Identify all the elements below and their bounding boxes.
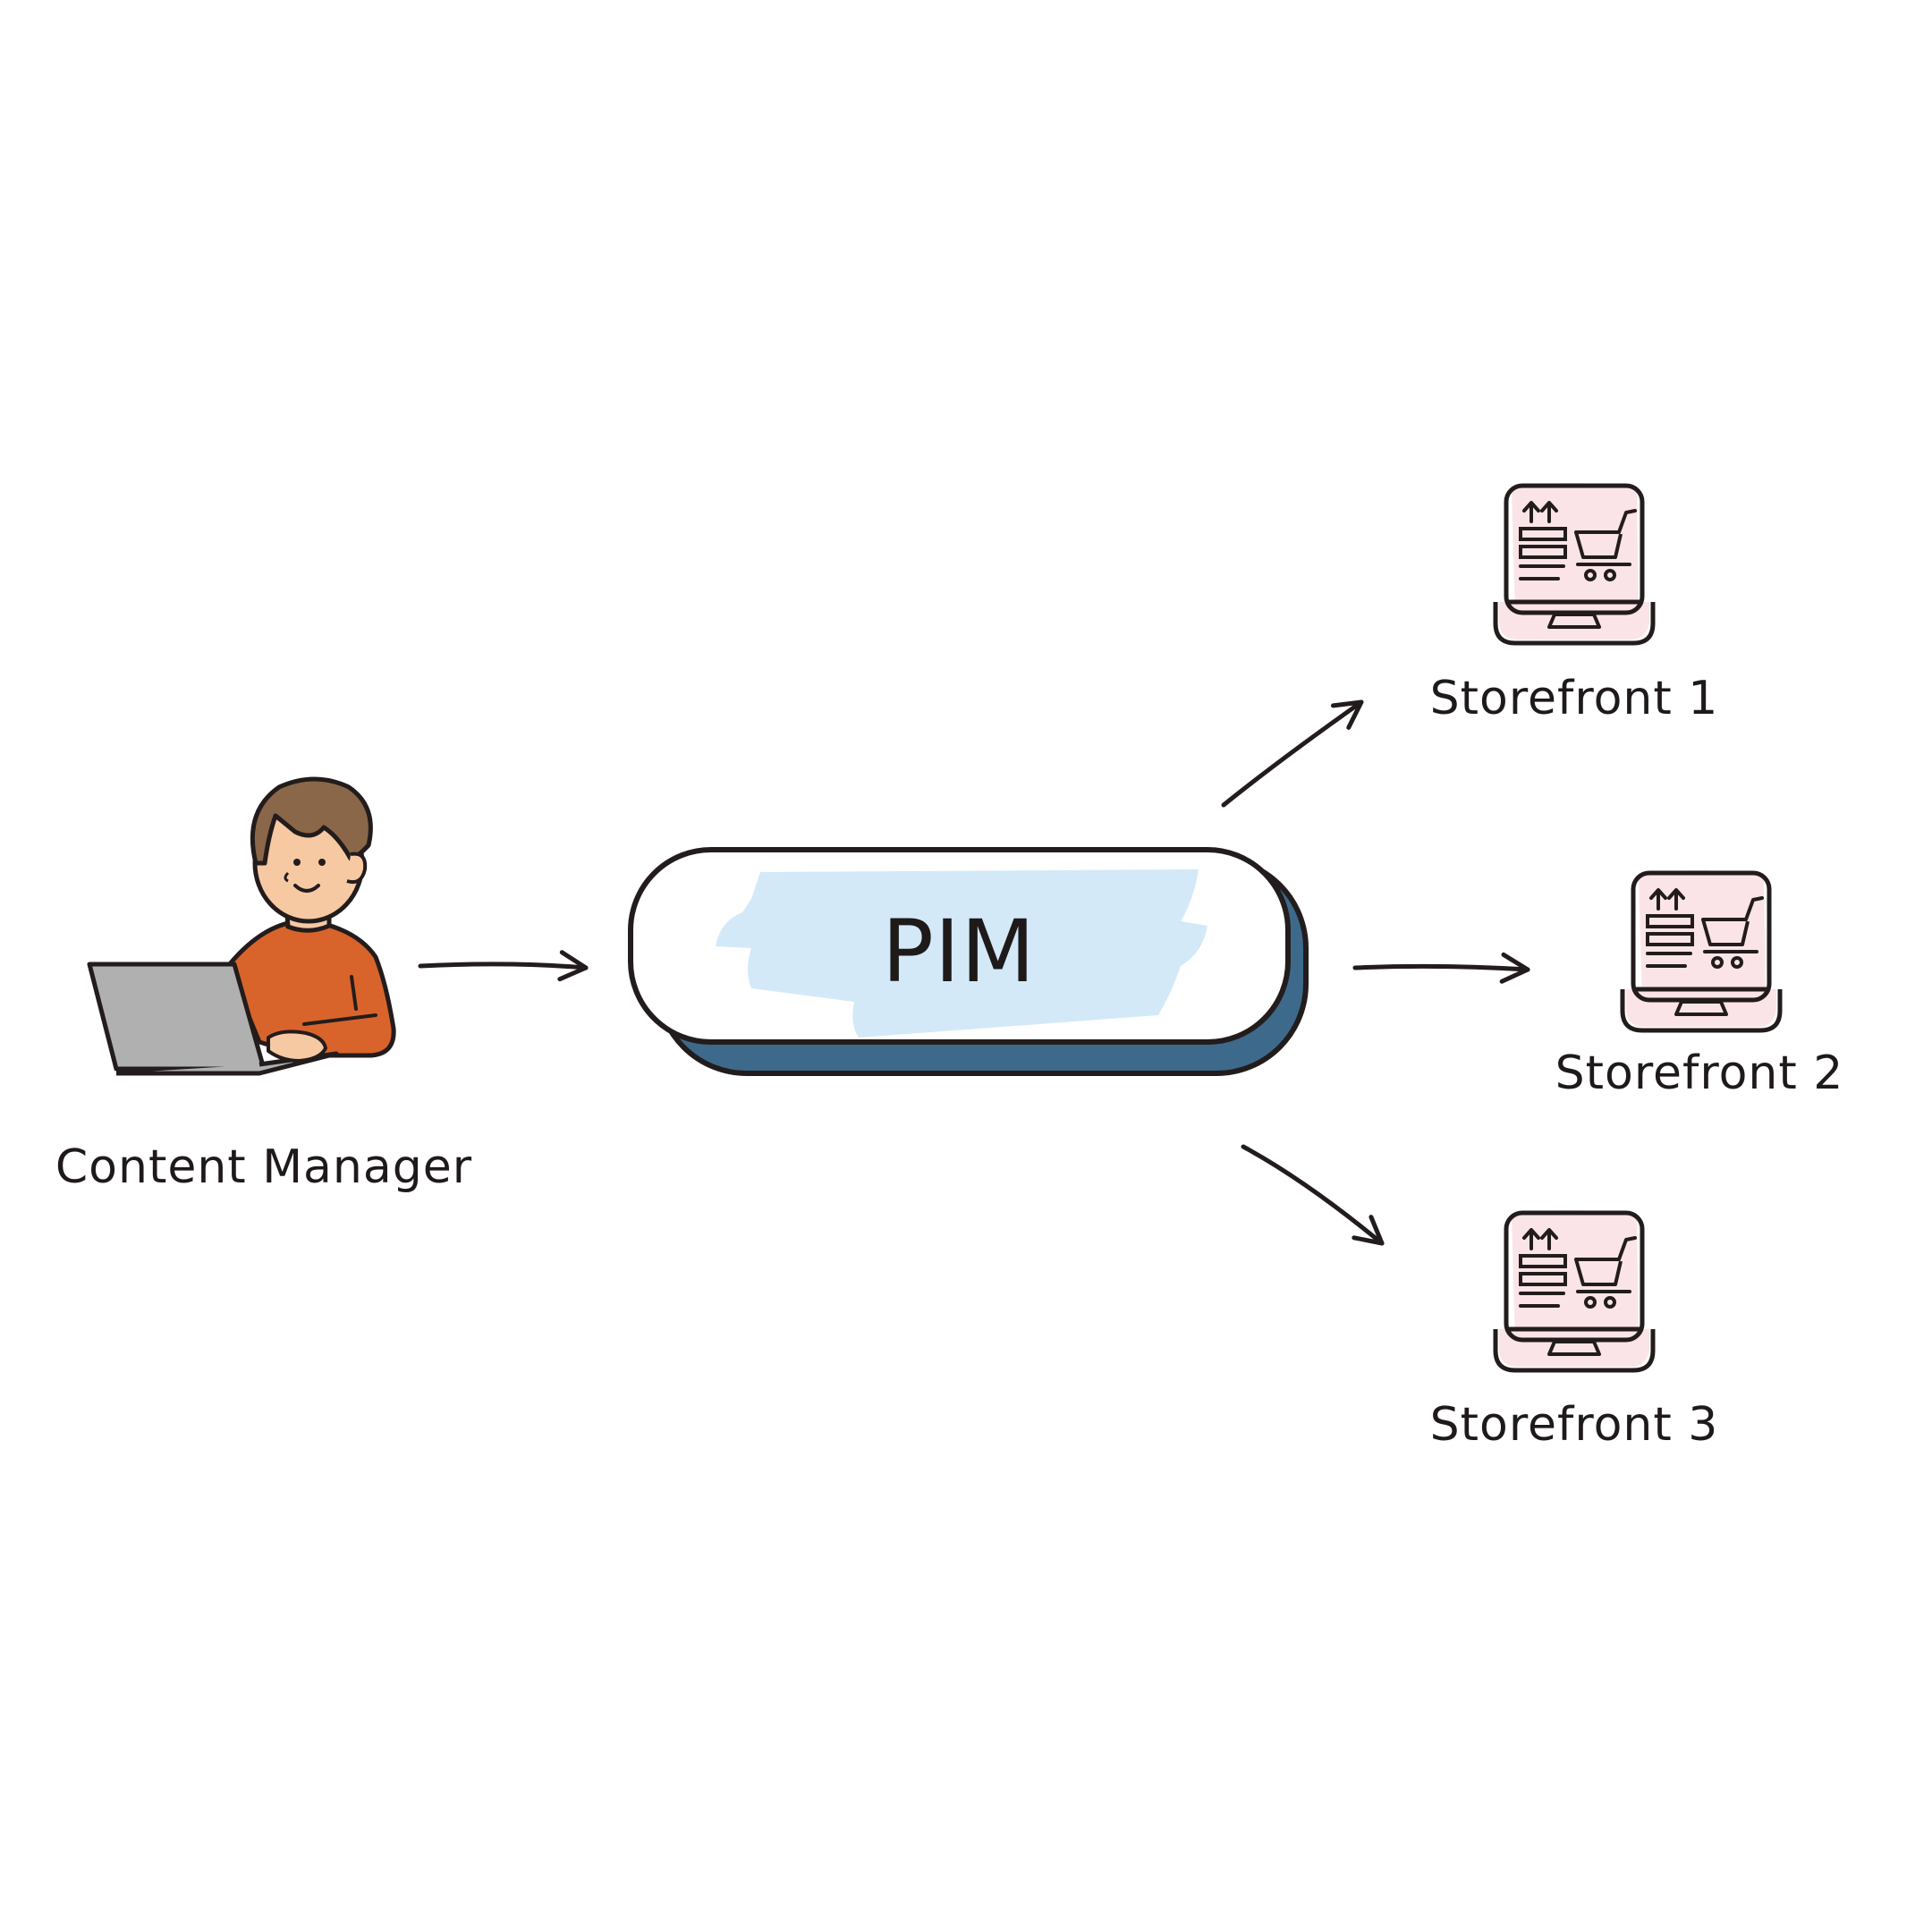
storefront-laptop-icon [1496,1210,1653,1370]
content-manager-label: Content Manager [55,1140,472,1194]
person-laptop-icon [87,776,396,1076]
pim-highlight [716,869,1208,1038]
storefront-laptop-icon [1623,870,1780,1030]
storefront-1-label: Storefront 1 [1430,672,1719,725]
storefront-laptop-icon [1496,483,1653,643]
storefront-2-label: Storefront 2 [1555,1046,1844,1100]
arrow-manager-to-pim [418,950,589,982]
pim-label: PIM [882,902,1036,1002]
storefront-1: Storefront 1 [1430,483,1719,725]
pim-hub: PIM [628,847,1309,1076]
storefront-2: Storefront 2 [1555,870,1844,1100]
arrow-pim-to-storefront-3 [1241,1144,1385,1246]
arrow-pim-to-storefront-1 [1221,699,1364,808]
storefront-3: Storefront 3 [1430,1210,1719,1452]
arrow-pim-to-storefront-2 [1352,952,1530,984]
storefront-3-label: Storefront 3 [1430,1398,1719,1452]
